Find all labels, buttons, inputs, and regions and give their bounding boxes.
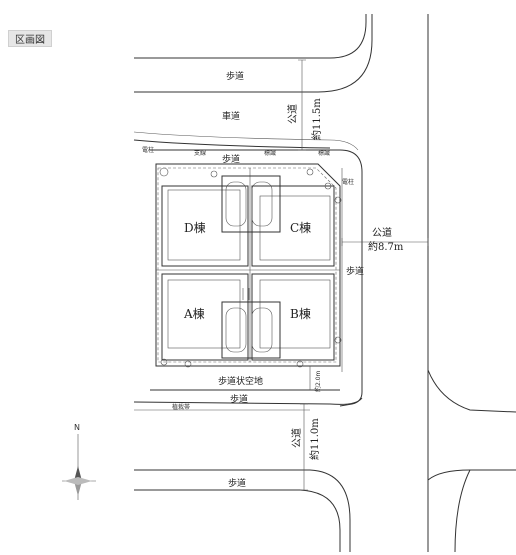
lot-d-label: D棟	[184, 220, 206, 235]
road-south-width: 約11.0m	[308, 418, 321, 460]
lot-b-label: B棟	[290, 306, 311, 321]
road-south-name: 公道	[290, 428, 303, 448]
label-sign-2: 標識	[318, 149, 330, 157]
site-lots	[155, 163, 341, 367]
label-sidewalk-top: 歩道	[226, 70, 244, 82]
label-sidewalk-bottom-2: 歩道	[228, 477, 246, 489]
compass-rose: N	[62, 423, 96, 500]
parking-cars	[221, 175, 281, 359]
label-dim-2m: 約2.0m	[314, 370, 322, 392]
label-sidewalk-right: 歩道	[346, 265, 364, 277]
dimension-lines	[298, 59, 429, 491]
label-sidewalk-bottom: 歩道	[230, 393, 248, 405]
label-branch-line: 支線	[194, 149, 206, 157]
label-sidewalk-shaped: 歩道状空地	[218, 375, 263, 387]
compass-north-label: N	[74, 423, 80, 432]
label-planting: 植栽帯	[172, 403, 190, 411]
label-sign-1: 標識	[264, 149, 276, 157]
road-north-name: 公道	[286, 104, 299, 124]
road-east-name: 公道	[372, 226, 392, 239]
lot-a-label: A棟	[183, 306, 205, 321]
lot-c-label: C棟	[290, 220, 311, 235]
label-pole-left: 電柱	[142, 146, 154, 154]
label-pole-right: 電柱	[342, 178, 354, 186]
label-roadway: 車道	[222, 110, 240, 122]
label-sidewalk-mid: 歩道	[222, 153, 240, 165]
road-north-width: 約11.5m	[310, 98, 323, 140]
section-badge: 区画図	[8, 30, 52, 47]
road-east-width: 約8.7m	[368, 240, 404, 253]
trees	[159, 167, 342, 368]
road-lines	[133, 14, 516, 553]
